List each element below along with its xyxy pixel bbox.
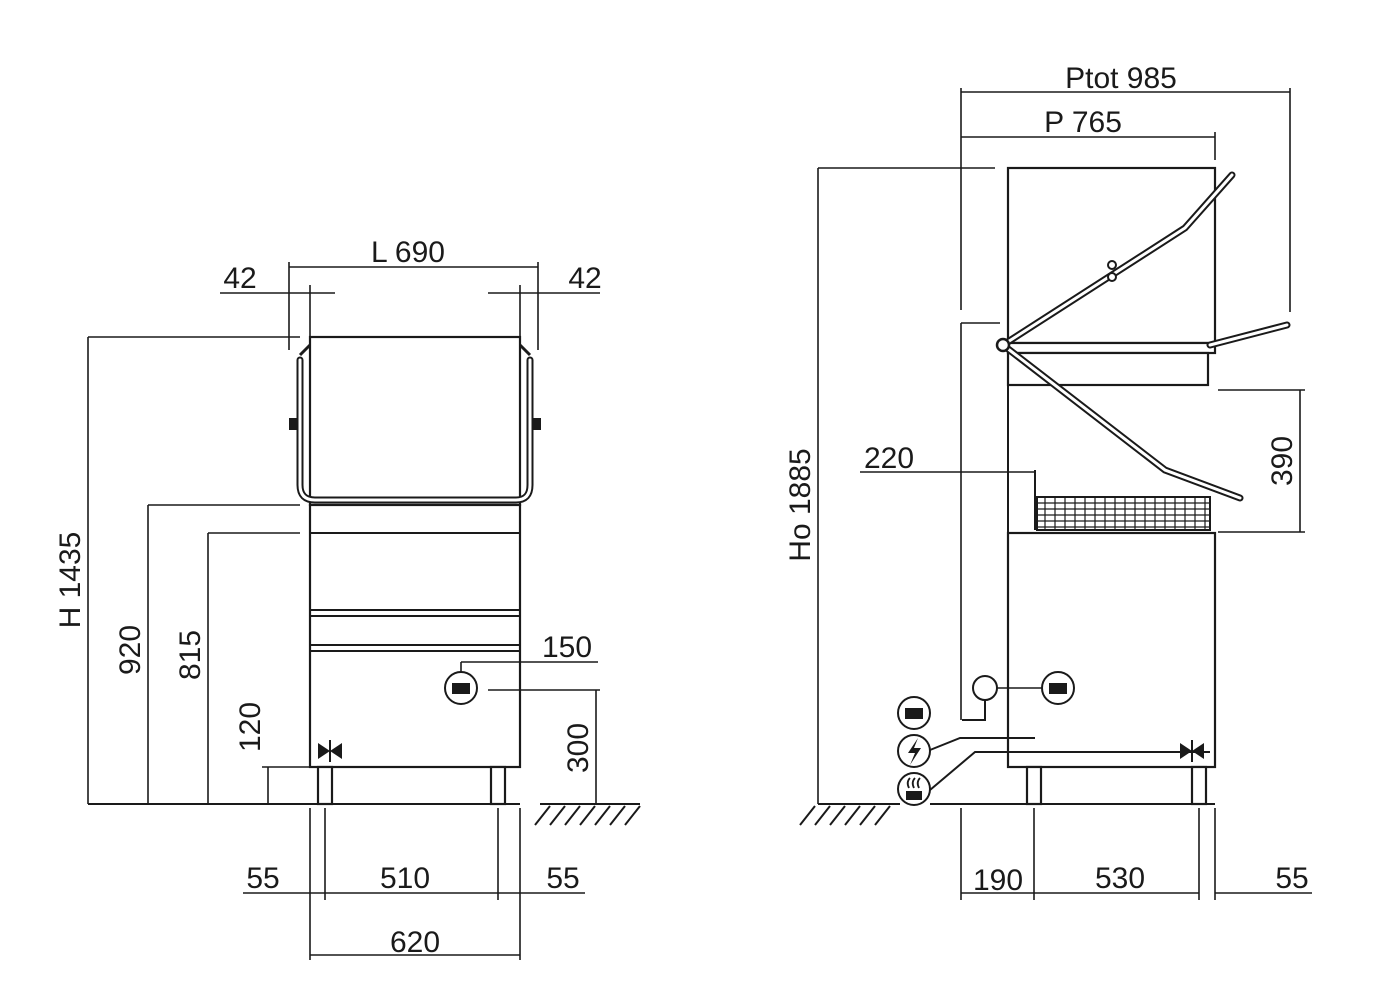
drain-icon <box>444 671 478 705</box>
label-height-120: 120 <box>234 702 267 752</box>
front-ground-hatch <box>534 805 641 826</box>
label-width: L 690 <box>371 236 445 269</box>
label-height-920: 920 <box>114 625 147 675</box>
label-left-overhang: 42 <box>223 262 256 295</box>
side-view: Ptot 985 P 765 Ho 1885 220 390 190 530 5… <box>784 62 1312 900</box>
label-rear-offset: 190 <box>973 864 1023 897</box>
label-front-offset: 55 <box>1275 862 1308 895</box>
front-body <box>308 503 522 769</box>
front-foot-right <box>489 765 507 806</box>
label-depth: P 765 <box>1044 106 1122 139</box>
electric-icon <box>897 734 931 768</box>
label-foot-span: 510 <box>380 862 430 895</box>
label-base-width: 620 <box>390 926 440 959</box>
label-inlet-offset: 220 <box>864 442 914 475</box>
label-foot-left: 55 <box>246 862 279 895</box>
water-inlet-icon <box>972 675 998 701</box>
front-view: L 690 42 42 H 1435 920 815 120 150 300 5… <box>54 236 641 960</box>
label-drain-offset: 150 <box>542 631 592 664</box>
label-total-depth: Ptot 985 <box>1065 62 1177 95</box>
side-valve-icon <box>1180 740 1204 762</box>
side-foot-rear <box>1025 765 1043 806</box>
side-foot-front <box>1190 765 1208 806</box>
side-ground-hatch <box>799 805 891 826</box>
label-foot-right: 55 <box>546 862 579 895</box>
label-hood-stroke: 390 <box>1266 436 1299 486</box>
front-hood <box>308 335 522 507</box>
valve-icon <box>318 740 342 762</box>
side-drain-icon <box>1041 671 1075 705</box>
side-body <box>1006 531 1217 769</box>
label-side-foot-span: 530 <box>1095 862 1145 895</box>
side-rack-grid <box>1037 497 1210 530</box>
label-open-height: Ho 1885 <box>784 448 817 561</box>
label-total-height: H 1435 <box>54 532 87 629</box>
front-foot-left <box>316 765 334 806</box>
side-hood <box>1006 166 1217 345</box>
side-rack <box>1036 496 1211 531</box>
label-height-815: 815 <box>174 630 207 680</box>
steam-icon <box>897 772 931 806</box>
drain-outlet-icon <box>897 696 931 730</box>
label-right-overhang: 42 <box>568 262 601 295</box>
label-drain-height: 300 <box>562 723 595 773</box>
